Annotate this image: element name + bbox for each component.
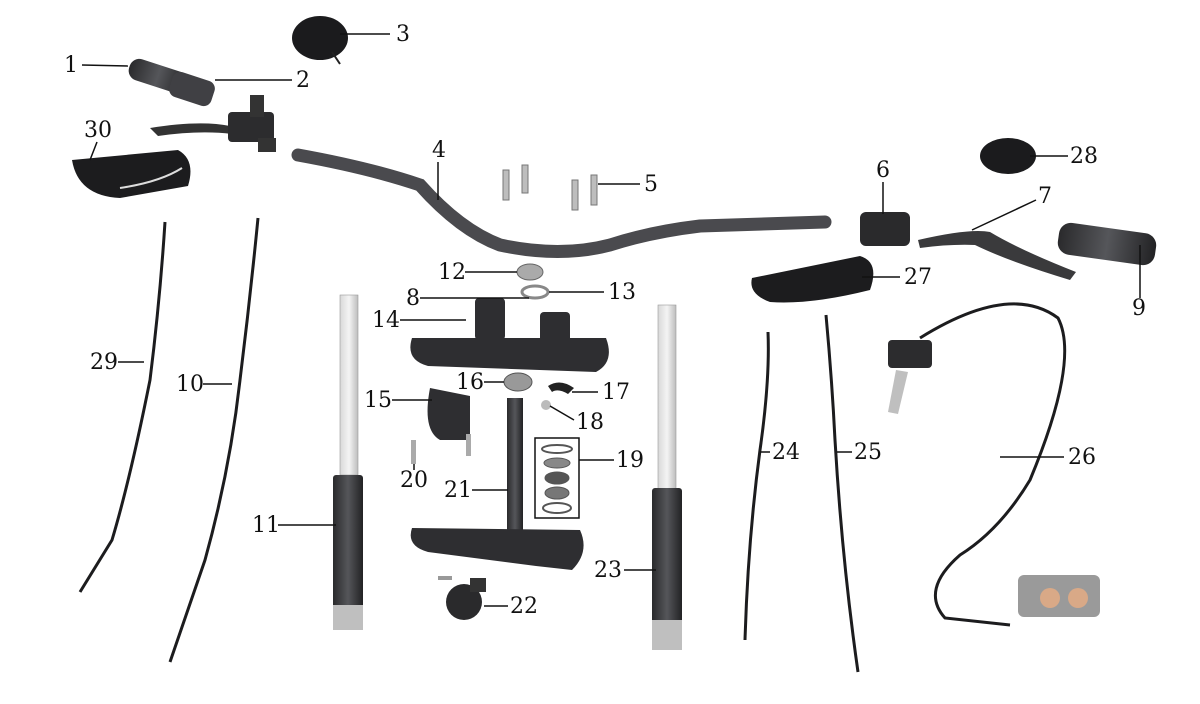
- right-switch-part: [860, 212, 910, 246]
- callout-8: 8: [406, 286, 420, 311]
- callout-25: 25: [854, 440, 882, 465]
- left-grip-part: [128, 58, 215, 107]
- left-fork-part: [333, 294, 363, 630]
- cable-24-part: [743, 331, 770, 641]
- clutch-lever-part: [150, 95, 276, 152]
- right-mirror-part: [980, 138, 1036, 174]
- lower-triple-clamp-part: [410, 528, 584, 570]
- callout-19: 19: [616, 448, 644, 473]
- callout-16: 16: [456, 370, 484, 395]
- callout-20: 20: [400, 468, 428, 493]
- callout-10: 10: [176, 372, 204, 397]
- callout-13: 13: [608, 280, 636, 305]
- bolt-20b-part: [466, 434, 471, 456]
- left-handguard-part: [72, 150, 191, 198]
- callout-5: 5: [644, 172, 658, 197]
- handlebar-part: [291, 148, 832, 258]
- callout-18: 18: [576, 410, 604, 435]
- callout-11: 11: [252, 513, 280, 538]
- clamp-17-part: [548, 382, 574, 394]
- callout-26: 26: [1068, 445, 1096, 470]
- front-brake-assembly-part: [888, 302, 1100, 627]
- cable-10-part: [168, 217, 260, 663]
- left-mirror-part: [292, 16, 348, 65]
- callout-29: 29: [90, 350, 118, 375]
- right-grip-part: [1057, 222, 1157, 266]
- nut-part: [516, 263, 544, 281]
- callout-30: 30: [84, 118, 112, 143]
- steering-stem-part: [507, 398, 523, 538]
- upper-triple-clamp-part: [410, 298, 609, 372]
- callout-22: 22: [510, 594, 538, 619]
- leader-lines: [81, 33, 1141, 607]
- callout-4: 4: [432, 138, 446, 163]
- callout-24: 24: [772, 440, 800, 465]
- callout-15: 15: [364, 388, 392, 413]
- callout-21: 21: [444, 478, 472, 503]
- callout-9: 9: [1132, 296, 1146, 321]
- cable-25-part: [824, 314, 860, 673]
- horn-part: [438, 576, 486, 620]
- bolt-20-part: [411, 440, 416, 464]
- right-fork-part: [652, 304, 682, 650]
- washer-part: [520, 284, 550, 300]
- callout-1: 1: [64, 53, 78, 78]
- nut-16-part: [503, 372, 533, 392]
- callout-27: 27: [904, 265, 932, 290]
- callout-7: 7: [1038, 184, 1052, 209]
- callout-12: 12: [438, 260, 466, 285]
- callout-17: 17: [602, 380, 630, 405]
- brake-lever-part: [918, 231, 1076, 280]
- right-handguard-part: [751, 256, 874, 303]
- callout-23: 23: [594, 558, 622, 583]
- callout-2: 2: [296, 68, 310, 93]
- bolts-part: [502, 164, 598, 211]
- callout-28: 28: [1070, 144, 1098, 169]
- ignition-part: [427, 388, 470, 440]
- callout-14: 14: [372, 308, 400, 333]
- cable-29-part: [78, 221, 167, 593]
- bolt-18-part: [541, 400, 551, 410]
- bearing-kit-box: [534, 437, 580, 519]
- bearing-kit-part: [541, 444, 573, 514]
- callout-3: 3: [396, 22, 410, 47]
- callout-6: 6: [876, 158, 890, 183]
